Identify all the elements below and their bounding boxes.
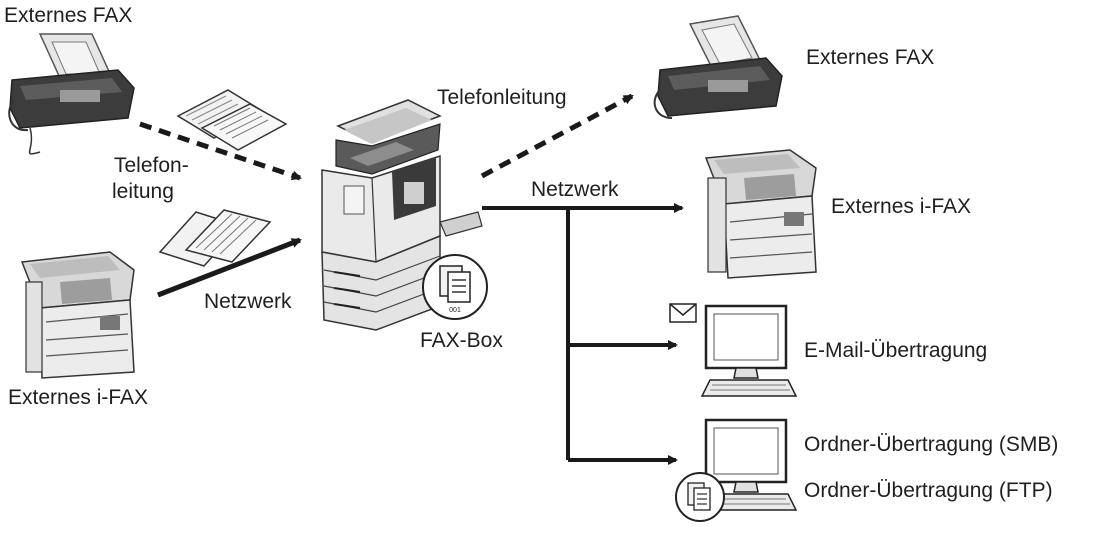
- label-email-transfer: E-Mail-Übertragung: [804, 339, 988, 362]
- external-fax-left-icon: [8, 33, 135, 155]
- label-netzwerk-right: Netzwerk: [531, 178, 619, 201]
- external-ifax-right-icon: [704, 149, 817, 279]
- document-stack-bottom-left-icon: [158, 209, 272, 267]
- label-external-ifax-left: Externes i-FAX: [8, 386, 149, 409]
- label-telefonleitung-right: Telefonleitung: [437, 86, 567, 109]
- label-telefon-left-1: Telefon-: [114, 154, 189, 177]
- arrow-telefon-right: [480, 93, 634, 179]
- folder-box-icon: [675, 472, 725, 522]
- arrow-netzwerk-left: [157, 237, 302, 298]
- external-ifax-left-icon: [20, 251, 135, 379]
- label-telefon-left-2: leitung: [112, 180, 174, 203]
- center-multifunction-printer-icon: [321, 99, 483, 331]
- label-external-fax-left: Externes FAX: [4, 4, 133, 27]
- fax-box-badge: 001: [449, 307, 461, 314]
- label-folder-smb: Ordner-Übertragung (SMB): [804, 433, 1059, 456]
- email-computer-icon: [700, 304, 798, 397]
- label-fax-box: FAX-Box: [420, 329, 503, 352]
- fax-box-icon: 001: [422, 254, 488, 320]
- label-external-ifax-right: Externes i-FAX: [831, 195, 972, 218]
- label-folder-ftp: Ordner-Übertragung (FTP): [804, 479, 1053, 502]
- document-stack-top-left-icon: [176, 89, 288, 151]
- arrow-telefon-left: [139, 121, 302, 181]
- label-netzwerk-left: Netzwerk: [204, 290, 292, 313]
- envelope-icon: [669, 303, 697, 323]
- external-fax-right-icon: [653, 15, 783, 119]
- label-external-fax-right: Externes FAX: [806, 46, 935, 69]
